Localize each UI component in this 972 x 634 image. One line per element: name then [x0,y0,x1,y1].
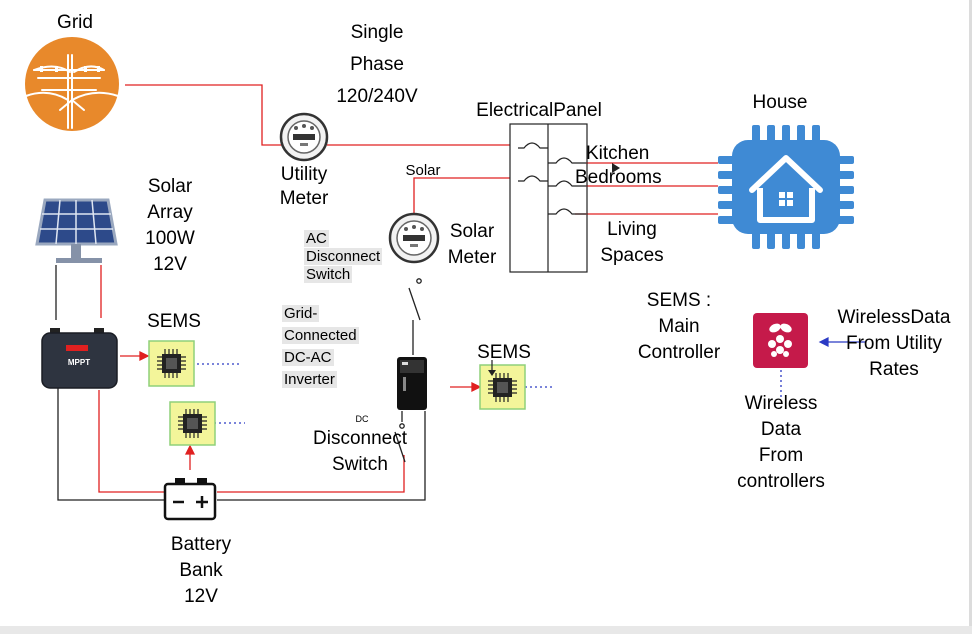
living-spaces-line-2: Spaces [600,245,664,266]
sems-main-controller-label: SEMS : Main Controller [622,288,736,366]
ac-disconnect-line-3: Switch [304,266,353,283]
mppt-charge-controller-icon: MPPT [41,328,118,389]
switches [394,278,422,463]
ac-disconnect-line-1: AC [304,230,329,247]
sems-main-line-1: SEMS : [646,290,712,311]
grid-inverter-label: Grid- Connected DC-AC Inverter [282,305,359,389]
inverter-icon [397,357,427,410]
wireless-controllers-label: Wireless Data From controllers [720,391,842,495]
solar-array-line-1: Solar [147,176,193,197]
solar-array-line-4: 12V [153,254,187,275]
grid-inverter-line-1: Grid- [282,305,320,322]
raspberry-pi-icon [753,313,808,368]
utility-meter-icon [279,112,329,162]
arrow-head-1 [139,350,150,362]
mppt-badge: MPPT [68,358,90,367]
dc-switch-blade [394,431,406,463]
power-wires [55,84,718,501]
solar-array-line-3: 100W [145,228,195,249]
wireless-utility-line-1: WirelessData [837,307,951,328]
canvas-edge-right [969,0,972,634]
utility-meter-line-1: Utility [280,164,328,185]
arrow-head-3 [471,381,482,393]
microcontroller-chip-icon [157,349,186,378]
sems-inverter-chip [479,360,526,410]
wire-grid-to-meter [125,84,282,146]
microcontroller-chip-icon [178,409,207,438]
wireless-utility-head [818,337,829,347]
wireless-links [197,363,782,424]
dc-disconnect-line-1: Disconnect [313,428,407,449]
wireless-controllers-line-2: Data [760,419,802,440]
grid-inverter-line-3: DC-AC [282,349,334,366]
wire-battery-to-inverter-pos [217,455,405,493]
arrow-head-2 [184,444,196,455]
electrical-panel-label: ElectricalPanel [476,100,602,121]
microcontroller-chip-icon [488,373,517,402]
wire-mppt-to-battery-pos [98,390,165,493]
canvas-edge-bottom [0,626,972,634]
battery-line-1: Battery [170,534,232,555]
battery-line-2: Bank [179,560,223,581]
solar-meter-line-1: Solar [449,221,495,242]
house-label: House [752,92,808,113]
utility-meter-line-2: Meter [279,188,329,209]
wire-mppt-to-battery-neg [57,388,165,501]
solar-panel-icon [35,198,118,263]
solar-array-line-2: Array [147,202,193,223]
sems-pointer-head [488,370,496,376]
sems-battery-chip [169,401,216,446]
wireless-controllers-line-1: Wireless [744,393,818,414]
ac-disconnect-label: AC Disconnect Switch [304,230,383,284]
solar-meter-icon [388,212,440,264]
ac-switch-terminal [416,278,422,284]
battery-line-3: 12V [184,586,218,607]
solar-meter-label: Solar Meter [438,219,506,271]
sems-main-line-3: Controller [637,342,721,363]
single-phase-line-3: 120/240V [336,86,418,107]
grid-label: Grid [57,12,93,33]
dc-disconnect-label: Disconnect Switch [300,426,420,478]
sems-mppt-chip [148,340,195,387]
wire-battery-to-inverter-neg [217,411,426,501]
utility-meter-label: Utility Meter [266,162,342,212]
ac-disconnect-line-2: Disconnect [304,248,383,265]
kitchen-label: Kitchen [586,143,650,164]
living-spaces-label: Living Spaces [588,217,676,269]
wireless-utility-line-3: Rates [869,359,919,380]
single-phase-label: Single Phase 120/240V [320,20,434,110]
living-spaces-line-1: Living [607,219,657,240]
solar-tap-label: Solar [405,162,441,179]
solar-meter-line-2: Meter [447,247,497,268]
signal-arrows [120,350,482,470]
wireless-controllers-line-4: controllers [737,471,825,492]
wireless-utility-link [818,337,866,347]
solar-array-label: Solar Array 100W 12V [130,174,210,278]
dc-switch-terminal-top [399,423,405,429]
grid-inverter-line-2: Connected [282,327,359,344]
power-pole-icon [25,37,119,131]
kitchen-arrow-icon [612,163,620,173]
electrical-panel [509,123,588,273]
sems-inverter-label: SEMS [477,342,531,363]
panel-breakers [518,142,586,215]
ac-switch-blade [408,287,421,321]
sems-mppt-label: SEMS [147,311,201,332]
grid-inverter-line-4: Inverter [282,371,337,388]
sems-main-line-2: Main [658,316,700,337]
wireless-utility-line-2: From Utility [845,333,943,354]
smart-house-icon [718,125,854,249]
wireless-utility-label: WirelessData From Utility Rates [826,305,962,383]
dc-tag-label: DC [355,414,369,424]
single-phase-line-2: Phase [350,54,404,75]
wireless-controllers-line-3: From [758,445,804,466]
battery-bank-label: Battery Bank 12V [156,532,246,610]
single-phase-line-1: Single [350,22,404,43]
dc-disconnect-line-2: Switch [332,454,388,475]
wire-solar-to-panel [413,177,510,215]
battery-icon [163,478,217,521]
bedrooms-label: Bedrooms [575,167,662,188]
